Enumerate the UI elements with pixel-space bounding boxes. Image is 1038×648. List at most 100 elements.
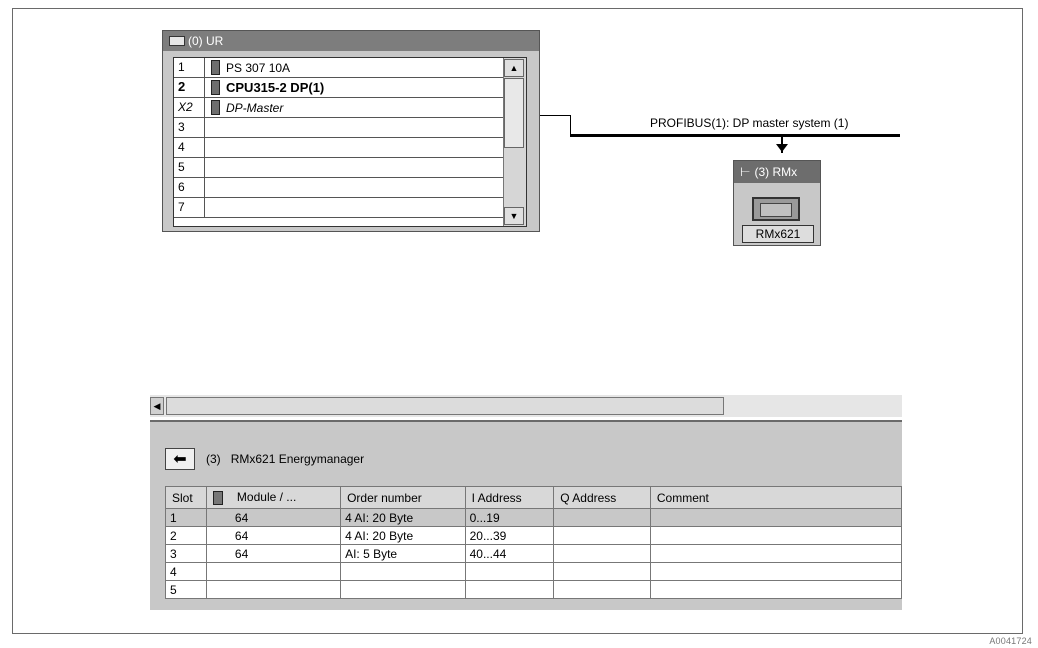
cell-slot[interactable]: 3 xyxy=(165,544,207,563)
module-icon xyxy=(211,80,220,95)
rack-slot-row[interactable]: 7 xyxy=(174,198,526,218)
cell-module[interactable] xyxy=(205,562,342,581)
detail-panel: ⬅ (3) RMx621 Energymanager Slot Module /… xyxy=(150,420,903,610)
cell-q-address[interactable] xyxy=(553,508,651,527)
cell-comment[interactable] xyxy=(649,544,903,563)
cell-i-address[interactable]: 40...44 xyxy=(464,544,555,563)
scroll-left-arrow-icon[interactable]: ◀ xyxy=(150,397,164,415)
rack-slot-row[interactable]: 2 CPU315-2 DP(1) xyxy=(174,78,526,98)
cell-slot[interactable]: 5 xyxy=(165,580,207,599)
rack-slot-module[interactable] xyxy=(205,118,501,137)
rack-slot-row[interactable]: X2 DP-Master xyxy=(174,98,526,118)
cell-slot[interactable]: 1 xyxy=(165,508,207,527)
cell-module[interactable]: 64 xyxy=(205,544,342,563)
figure-frame xyxy=(12,8,1023,634)
col-header-module[interactable]: Module / ... xyxy=(205,486,342,509)
module-table: Slot Module / ... Order number I Address… xyxy=(165,486,903,599)
detail-title-number: (3) xyxy=(206,452,221,466)
profibus-label: PROFIBUS(1): DP master system (1) xyxy=(650,116,849,130)
cell-order-number[interactable]: 4 AI: 20 Byte xyxy=(340,526,466,545)
col-header-i-address[interactable]: I Address xyxy=(464,486,555,509)
rack-module-label: CPU315-2 DP(1) xyxy=(226,79,325,95)
rack-slot-row[interactable]: 3 xyxy=(174,118,526,138)
rack-slot-number: 4 xyxy=(174,138,205,157)
rack-slot-module[interactable]: PS 307 10A xyxy=(205,58,501,77)
slave-label: RMx621 xyxy=(742,225,814,243)
col-header-slot[interactable]: Slot xyxy=(165,486,207,509)
cell-i-address[interactable]: 0...19 xyxy=(464,508,555,527)
cell-order-number[interactable] xyxy=(340,562,466,581)
slave-title-bar: ⊢ (3) RMx xyxy=(734,161,820,183)
rack-slot-number: 5 xyxy=(174,158,205,177)
bus-connector-vertical xyxy=(570,115,571,135)
module-icon xyxy=(211,60,220,75)
rack-slot-number: 6 xyxy=(174,178,205,197)
rack-slot-module[interactable] xyxy=(205,198,501,217)
horizontal-scrollbar[interactable]: ◀ xyxy=(150,395,902,417)
bus-arrow-icon xyxy=(776,144,788,152)
table-row[interactable]: 4 xyxy=(165,562,903,581)
profibus-line[interactable] xyxy=(570,134,900,137)
scroll-down-arrow-icon[interactable]: ▼ xyxy=(504,207,524,225)
detail-title: (3) RMx621 Energymanager xyxy=(206,452,364,466)
cell-comment[interactable] xyxy=(649,526,903,545)
scroll-up-arrow-icon[interactable]: ▲ xyxy=(504,59,524,77)
col-header-order-number[interactable]: Order number xyxy=(340,486,466,509)
rack-title: (0) UR xyxy=(188,34,224,48)
cell-module[interactable]: 64 xyxy=(205,508,342,527)
rack-slot-module[interactable] xyxy=(205,178,501,197)
rack-title-bar[interactable]: (0) UR xyxy=(163,31,539,51)
dp-slave-rmx621[interactable]: ⊢ (3) RMx RMx621 xyxy=(733,160,821,246)
cell-q-address[interactable] xyxy=(553,544,651,563)
rack-module-label: DP-Master xyxy=(226,100,284,115)
cell-comment[interactable] xyxy=(649,508,903,527)
cell-i-address[interactable]: 20...39 xyxy=(464,526,555,545)
bus-connector-horizontal xyxy=(540,115,570,116)
rack-slot-row[interactable]: 6 xyxy=(174,178,526,198)
cell-order-number[interactable]: AI: 5 Byte xyxy=(340,544,466,563)
cell-q-address[interactable] xyxy=(553,562,651,581)
rack-slot-number: X2 xyxy=(174,98,205,117)
slave-title: (3) RMx xyxy=(754,165,798,179)
table-row[interactable]: 5 xyxy=(165,580,903,599)
col-header-comment[interactable]: Comment xyxy=(649,486,903,509)
device-icon xyxy=(752,197,800,221)
cell-q-address[interactable] xyxy=(553,526,651,545)
module-icon xyxy=(211,100,220,115)
cell-slot[interactable]: 4 xyxy=(165,562,207,581)
rack-icon xyxy=(169,36,185,46)
col-header-q-address[interactable]: Q Address xyxy=(553,486,651,509)
cell-q-address[interactable] xyxy=(553,580,651,599)
cell-order-number[interactable] xyxy=(340,580,466,599)
detail-title-text: RMx621 Energymanager xyxy=(230,452,365,466)
slave-network-icon: ⊢ xyxy=(740,165,751,179)
rack-scroll-thumb[interactable] xyxy=(504,78,524,148)
rack-slot-number: 2 xyxy=(174,78,205,97)
cell-module[interactable] xyxy=(205,580,342,599)
rack-slot-number: 7 xyxy=(174,198,205,217)
rack-slot-module[interactable]: CPU315-2 DP(1) xyxy=(205,78,501,97)
cell-i-address[interactable] xyxy=(464,580,555,599)
module-icon xyxy=(212,490,223,505)
cell-i-address[interactable] xyxy=(464,562,555,581)
rack-slot-row[interactable]: 5 xyxy=(174,158,526,178)
cell-slot[interactable]: 2 xyxy=(165,526,207,545)
cell-comment[interactable] xyxy=(649,580,903,599)
rack-vertical-scrollbar[interactable]: ▲ ▼ xyxy=(503,58,526,226)
cell-module[interactable]: 64 xyxy=(205,526,342,545)
module-table-header: Slot Module / ... Order number I Address… xyxy=(165,486,903,509)
horizontal-scroll-thumb[interactable] xyxy=(166,397,724,415)
rack-slot-number: 1 xyxy=(174,58,205,77)
cell-order-number[interactable]: 4 AI: 20 Byte xyxy=(340,508,466,527)
rack-slot-module[interactable] xyxy=(205,138,501,157)
rack-slot-row[interactable]: 4 xyxy=(174,138,526,158)
rack-slot-module[interactable] xyxy=(205,158,501,177)
cell-comment[interactable] xyxy=(649,562,903,581)
rack-slot-module[interactable]: DP-Master xyxy=(205,98,501,117)
back-arrow-button[interactable]: ⬅ xyxy=(165,448,195,470)
